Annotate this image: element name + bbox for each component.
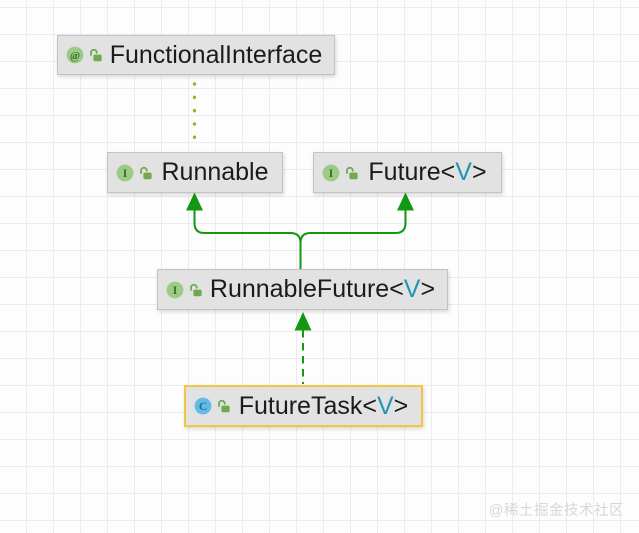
node-runnable-future[interactable]: I RunnableFuture<V> xyxy=(157,269,448,310)
node-functional-interface[interactable]: @ FunctionalInterface xyxy=(57,35,335,75)
interface-icon: I xyxy=(116,164,134,181)
annotation-icon: @ xyxy=(66,46,84,64)
node-icon-group: I xyxy=(116,164,154,182)
interface-icon: I xyxy=(166,281,184,298)
node-icon-group: I xyxy=(322,164,360,182)
svg-text:I: I xyxy=(123,168,128,180)
node-label: FutureTask<V> xyxy=(238,391,409,420)
unlocked-icon xyxy=(190,283,202,296)
arrowhead-to-runnable xyxy=(186,192,203,211)
edge-extends-future xyxy=(299,207,407,244)
svg-text:@: @ xyxy=(70,50,80,62)
node-label: RunnableFuture<V> xyxy=(209,275,436,303)
svg-text:C: C xyxy=(199,401,207,413)
node-icon-group: I xyxy=(166,281,204,299)
edge-extends-runnable xyxy=(193,207,302,269)
interface-icon: I xyxy=(322,164,340,181)
node-label: Future<V> xyxy=(368,158,487,186)
svg-text:I: I xyxy=(173,285,178,297)
watermark: @稀土掘金技术社区 xyxy=(488,503,624,519)
arrowhead-to-runnablefuture xyxy=(294,312,312,331)
svg-text:I: I xyxy=(329,168,334,180)
unlocked-icon xyxy=(346,166,358,179)
node-icon-group: C xyxy=(194,397,232,415)
class-icon: C xyxy=(194,397,212,415)
unlocked-icon xyxy=(140,166,152,179)
unlocked-icon xyxy=(90,48,102,62)
node-future[interactable]: I Future<V> xyxy=(313,152,502,193)
arrowhead-to-future xyxy=(397,192,414,211)
node-label: FunctionalInterface xyxy=(109,40,323,69)
node-future-task[interactable]: C FutureTask<V> xyxy=(184,385,423,427)
node-label: Runnable xyxy=(161,158,269,186)
node-runnable[interactable]: I Runnable xyxy=(107,152,283,193)
unlocked-icon xyxy=(218,399,230,413)
node-icon-group: @ xyxy=(66,46,104,64)
